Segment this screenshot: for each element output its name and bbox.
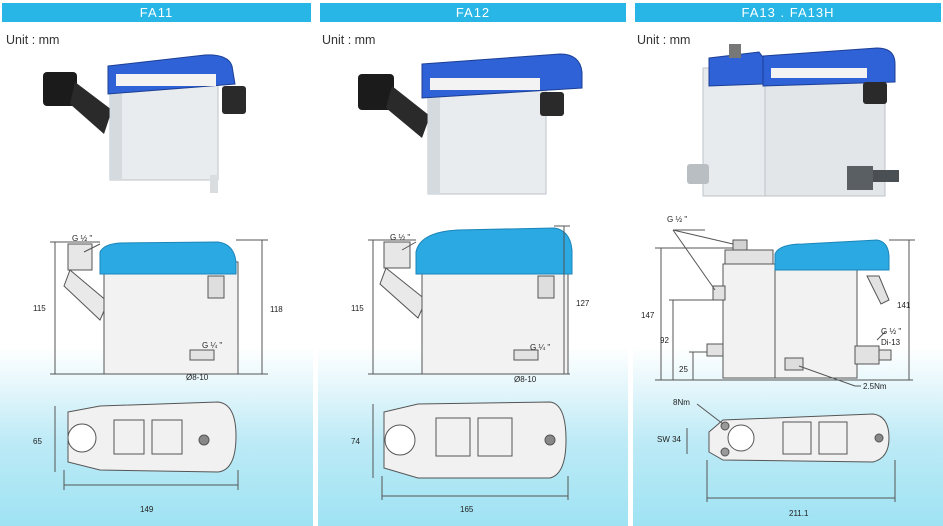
inlet-fitting xyxy=(43,72,77,106)
length-label: 149 xyxy=(140,505,154,514)
inlet-elbow xyxy=(70,82,112,134)
height-mid-label: 92 xyxy=(660,336,669,345)
top-drawing xyxy=(372,401,569,500)
blue-cap xyxy=(421,53,583,99)
housing xyxy=(109,83,219,181)
screw xyxy=(198,434,210,446)
inlet-fitting xyxy=(358,74,394,110)
fa12-drawings: G ½ " 115 127 G ¼ " Ø8-10 74 165 xyxy=(351,53,590,514)
inlet-thread-label: G ½ " xyxy=(390,233,410,242)
gland-outline xyxy=(537,275,555,299)
top-drawing xyxy=(686,403,896,502)
cable-gland xyxy=(222,86,246,114)
fa11-drawings: G ½ " 115 118 G ¼ " Ø8-10 65 149 xyxy=(33,54,283,514)
outlet-thread-label: G ¼ " xyxy=(202,341,222,350)
height-right-label: 118 xyxy=(270,305,283,314)
hose-barb xyxy=(873,170,899,182)
height-total-label: 147 xyxy=(641,311,655,320)
outlet-nipple xyxy=(189,349,215,361)
left-module-outline xyxy=(722,263,778,379)
inlet-thread-label: G ½ " xyxy=(72,234,92,243)
panel-title: FA11 xyxy=(2,3,311,22)
cap-label xyxy=(430,78,540,90)
height-left-label: 115 xyxy=(351,304,364,313)
fa13-drawings: G ½ " 147 92 25 141 G ½ " Di-13 2.5Nm 8N… xyxy=(641,44,915,518)
width-label: 74 xyxy=(351,437,360,446)
product-photo xyxy=(687,44,899,197)
unit-label: Unit : mm xyxy=(6,33,60,47)
height-low-label: 25 xyxy=(679,365,688,374)
width-label: 65 xyxy=(33,437,42,446)
cable-gland xyxy=(540,92,564,116)
gland-outline xyxy=(866,275,890,305)
top-drawing xyxy=(54,401,239,490)
unit-label: Unit : mm xyxy=(637,33,691,47)
wrench-label: SW 34 xyxy=(657,435,682,444)
cap-outline xyxy=(99,241,237,275)
inlet-port xyxy=(67,243,93,271)
side-drawing xyxy=(50,239,268,375)
height-left-label: 115 xyxy=(33,304,46,313)
panel-fa11: FA11 Unit : mm xyxy=(0,0,313,526)
cap-label xyxy=(771,68,867,78)
screw xyxy=(874,433,884,443)
top-outline xyxy=(383,401,567,479)
cap-outline xyxy=(415,227,573,275)
torque-label: 2.5Nm xyxy=(863,382,887,391)
outlet-thread-label: G ½ " xyxy=(881,327,901,336)
drain-marker xyxy=(784,357,804,371)
hose-label: Ø8-10 xyxy=(186,373,209,382)
height-right-label: 141 xyxy=(897,301,911,310)
inlet-thread-label: G ½ " xyxy=(667,215,687,224)
separator xyxy=(628,0,633,526)
outlet-hose-label: Di-13 xyxy=(881,338,901,347)
screw xyxy=(544,434,556,446)
panel-fa13: FA13 . FA13H Unit : mm xyxy=(633,0,943,526)
inlet-circle xyxy=(67,423,97,453)
length-label: 165 xyxy=(460,505,474,514)
panel-fa12: FA12 Unit : mm G ½ " 115 xyxy=(318,0,628,526)
housing xyxy=(427,85,547,195)
outlet-thread-label: G ¼ " xyxy=(530,343,550,352)
height-right-label: 127 xyxy=(576,299,590,308)
unit-label: Unit : mm xyxy=(322,33,376,47)
product-photo xyxy=(43,54,246,193)
housing-ribs xyxy=(428,86,440,194)
gland-outline xyxy=(207,275,225,299)
panel-title: FA13 . FA13H xyxy=(635,3,941,22)
housing-foot xyxy=(210,175,218,193)
blue-cap xyxy=(762,47,896,87)
separator xyxy=(313,0,318,526)
side-drawing xyxy=(368,225,573,375)
cap-label xyxy=(116,74,216,86)
panel-title: FA12 xyxy=(320,3,626,22)
inlet-port xyxy=(383,241,411,269)
inlet-circle xyxy=(384,424,416,456)
inlet-elbow xyxy=(386,86,430,138)
valve-knob xyxy=(729,44,741,58)
outlet-nut xyxy=(847,166,873,190)
inlet-circle xyxy=(727,424,755,452)
lower-port xyxy=(706,343,724,357)
cap-outline xyxy=(774,239,890,271)
top-outline xyxy=(708,413,890,463)
left-module xyxy=(702,67,768,197)
product-photo xyxy=(358,53,583,195)
inlet-elbow-outline xyxy=(379,267,427,319)
length-label: 211.1 xyxy=(789,509,809,518)
inlet-elbow-outline xyxy=(63,269,109,321)
inlet-top xyxy=(732,239,748,251)
outlet-nut-outline xyxy=(854,345,880,365)
outlet-nipple xyxy=(513,349,539,361)
housing-ribs xyxy=(110,84,122,180)
hose-label: Ø8-10 xyxy=(514,375,537,384)
cable-gland xyxy=(863,82,887,104)
inlet-port xyxy=(687,164,709,184)
torque-2-label: 8Nm xyxy=(673,398,690,407)
side-drawing xyxy=(655,229,915,387)
